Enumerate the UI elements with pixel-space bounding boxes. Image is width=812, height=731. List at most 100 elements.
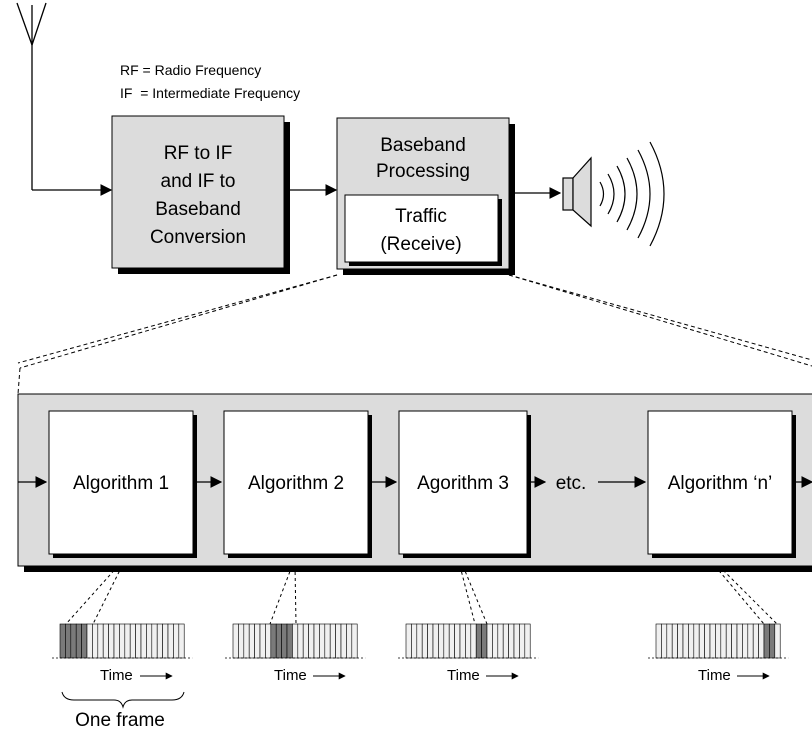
speaker-icon	[562, 141, 665, 247]
time-label-4: Time	[698, 667, 731, 684]
antenna-icon	[16, 2, 47, 190]
frame-strip-4	[648, 623, 789, 659]
time-label-3: Time	[447, 667, 480, 684]
time-slot	[438, 623, 445, 659]
time-slot	[281, 623, 288, 659]
time-label-1: Time	[100, 667, 133, 684]
time-slot	[742, 623, 749, 659]
time-slot	[86, 623, 93, 659]
time-slot	[324, 623, 331, 659]
time-slot	[416, 623, 423, 659]
time-slot	[432, 623, 439, 659]
algorithm-3-label: Agorithm 3	[417, 473, 509, 494]
time-slot	[65, 623, 72, 659]
time-slot	[443, 623, 450, 659]
baseband-block: Baseband Processing Traffic (Receive)	[336, 117, 515, 275]
frame-callout-lines	[65, 565, 778, 625]
algorithm-2-label: Algorithm 2	[248, 473, 344, 494]
zoom-lines	[17, 274, 812, 395]
conversion-line-3: Baseband	[155, 199, 241, 220]
time-slot	[661, 623, 668, 659]
time-slot	[731, 623, 738, 659]
legend-rf: RF = Radio Frequency	[120, 62, 261, 78]
time-slot	[688, 623, 695, 659]
time-slot	[427, 623, 434, 659]
time-slot	[475, 623, 482, 659]
algorithm-2-box: Algorithm 2	[223, 410, 372, 558]
time-label-2: Time	[274, 667, 307, 684]
time-slot	[448, 623, 455, 659]
time-slot	[319, 623, 326, 659]
time-slot	[454, 623, 461, 659]
etc-label: etc.	[556, 473, 587, 494]
time-slot	[752, 623, 759, 659]
time-slot	[736, 623, 743, 659]
baseband-title-line-2: Processing	[376, 161, 470, 182]
time-slot	[113, 623, 120, 659]
time-slot	[346, 623, 353, 659]
time-slot	[232, 623, 239, 659]
time-slot	[178, 623, 185, 659]
time-slot	[497, 623, 504, 659]
time-slot	[162, 623, 169, 659]
time-slot	[502, 623, 509, 659]
time-slot	[492, 623, 499, 659]
time-slot	[297, 623, 304, 659]
time-slot	[709, 623, 716, 659]
time-slot	[677, 623, 684, 659]
conversion-block: RF to IF and IF to Baseband Conversion	[111, 115, 290, 274]
conversion-line-4: Conversion	[150, 227, 246, 248]
time-slot	[238, 623, 245, 659]
time-slot	[666, 623, 673, 659]
time-slot	[524, 623, 531, 659]
algorithm-pipeline: Algorithm 1 Algorithm 2 Agorithm 3 Algor…	[17, 393, 812, 572]
time-slot	[292, 623, 299, 659]
time-slot	[693, 623, 700, 659]
time-slot	[671, 623, 678, 659]
algorithm-3-box: Agorithm 3	[398, 410, 531, 558]
time-slot	[146, 623, 153, 659]
time-slot	[747, 623, 754, 659]
time-slot	[173, 623, 180, 659]
time-slot	[275, 623, 282, 659]
time-slot	[102, 623, 109, 659]
frame-strips	[52, 623, 789, 659]
time-slot	[265, 623, 272, 659]
legend-if: IF = Intermediate Frequency	[120, 85, 300, 101]
time-slot	[340, 623, 347, 659]
time-slot	[308, 623, 315, 659]
conversion-line-1: RF to IF	[164, 143, 233, 164]
time-slot	[75, 623, 82, 659]
time-slot	[254, 623, 261, 659]
algorithm-n-label: Algorithm ‘n’	[668, 473, 773, 494]
time-slot	[329, 623, 336, 659]
one-frame-brace	[61, 691, 185, 709]
time-slot	[715, 623, 722, 659]
traffic-line-2: (Receive)	[380, 234, 461, 255]
time-slot	[92, 623, 99, 659]
time-slot	[59, 623, 66, 659]
time-slot	[519, 623, 526, 659]
frame-strip-3	[398, 623, 539, 659]
time-slot	[167, 623, 174, 659]
frame-strip-2	[225, 623, 366, 659]
time-slot	[248, 623, 255, 659]
time-slot	[508, 623, 515, 659]
time-slot	[108, 623, 115, 659]
time-slot	[698, 623, 705, 659]
time-slot	[411, 623, 418, 659]
time-slot	[763, 623, 770, 659]
time-slot	[459, 623, 466, 659]
traffic-line-1: Traffic	[395, 206, 447, 227]
traffic-receive-box: Traffic (Receive)	[344, 194, 502, 266]
time-slot	[129, 623, 136, 659]
time-slot	[81, 623, 88, 659]
time-slot	[758, 623, 765, 659]
time-slot	[97, 623, 104, 659]
time-slot	[405, 623, 412, 659]
time-slot	[270, 623, 277, 659]
time-slot	[151, 623, 158, 659]
time-slot	[465, 623, 472, 659]
time-slot	[470, 623, 477, 659]
